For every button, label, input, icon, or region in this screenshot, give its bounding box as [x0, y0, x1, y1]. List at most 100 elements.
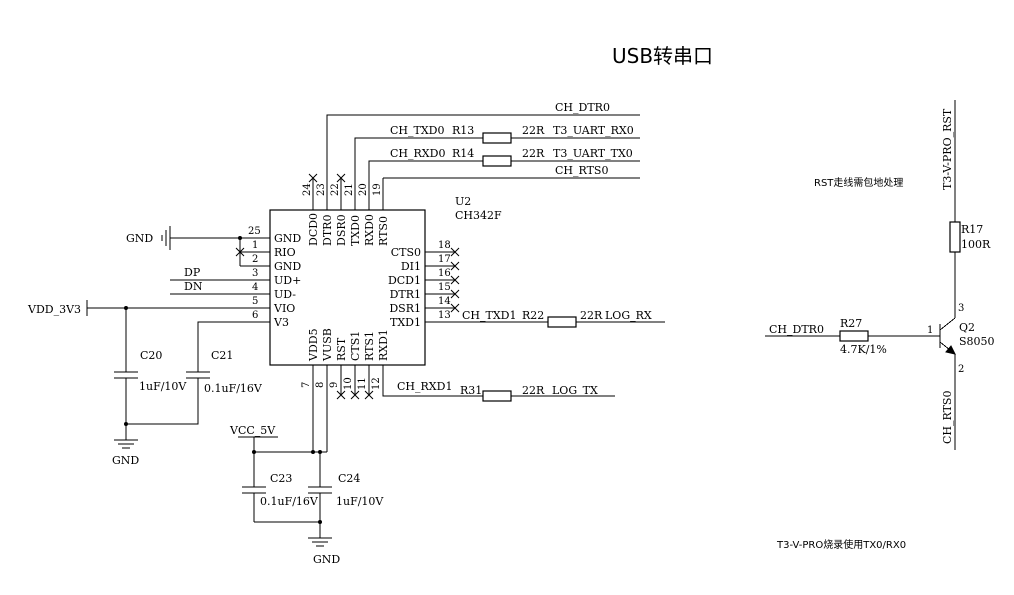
schematic-title: USB转串口	[612, 44, 713, 68]
pin-num: 15	[438, 282, 451, 293]
tx-note: T3-V-PRO烧录使用TX0/RX0	[776, 538, 906, 551]
pin-name: DTR1	[390, 288, 421, 301]
resistor-r13	[482, 132, 512, 144]
pin-name: DSR1	[389, 302, 421, 315]
r22-ref: R22	[522, 309, 544, 322]
pin-name: RTS1	[363, 331, 376, 361]
pin-name: GND	[274, 260, 301, 273]
c21-value: 0.1uF/16V	[204, 382, 263, 395]
pin-num: 2	[252, 254, 258, 265]
r31-value: 22R	[522, 384, 545, 397]
pin-name: GND	[274, 232, 301, 245]
log-nets: CH_TXD1 R22 22R LOG_RX CH_RXD1 R31 22R L…	[382, 309, 665, 402]
resistor-r14	[482, 155, 512, 167]
net-label-log-rx: LOG_RX	[605, 309, 652, 322]
no-connect-markers	[235, 173, 460, 400]
q2-pin-b: 1	[927, 325, 933, 336]
pin-name: UD+	[274, 274, 301, 287]
pin-num: 20	[358, 183, 369, 196]
net-label-ch-rts0: CH_RTS0	[555, 164, 608, 177]
r13-value: 22R	[522, 124, 545, 137]
r27-ref: R27	[840, 317, 862, 330]
gnd-label-left: GND	[126, 232, 153, 245]
net-label-t3-uart-tx0: T3_UART_TX0	[553, 147, 633, 160]
r13-ref: R13	[452, 124, 474, 137]
gnd-label-c23: GND	[313, 553, 340, 566]
c20-value: 1uF/10V	[139, 380, 187, 393]
pin-num: 24	[302, 183, 313, 196]
pin-num: 1	[252, 240, 258, 251]
net-label-t3-uart-rx0: T3_UART_RX0	[553, 124, 634, 137]
pin-name: V3	[273, 316, 289, 329]
net-label-ch-rts0-q: CH_RTS0	[941, 391, 954, 444]
pin-name: CTS1	[349, 331, 362, 361]
pin-name: VDD5	[307, 328, 320, 362]
pin-name: UD-	[274, 288, 296, 301]
net-label-ch-rxd0: CH_RXD0	[390, 147, 445, 160]
q2-pin-e: 2	[958, 364, 964, 375]
pin-num: 25	[248, 226, 261, 237]
pin-name: VUSB	[321, 328, 334, 362]
chip-ref: U2	[455, 195, 471, 208]
pin-num: 6	[252, 310, 258, 321]
pin-name: RXD0	[363, 214, 376, 246]
r31-ref: R31	[460, 384, 482, 397]
pin-num: 17	[438, 254, 451, 265]
pin-name: DI1	[401, 260, 421, 273]
net-label-vcc-5v: VCC_5V	[229, 424, 276, 437]
pin-num: 16	[438, 268, 451, 279]
pin-num: 11	[357, 377, 368, 390]
chip-part: CH342F	[455, 209, 502, 222]
c20-ref: C20	[140, 349, 162, 362]
pin-num: 5	[252, 296, 258, 307]
pin-name: TXD1	[390, 316, 421, 329]
r22-value: 22R	[580, 309, 603, 322]
chip-body	[269, 209, 426, 366]
r17-value: 100R	[961, 238, 991, 251]
pin-num: 23	[316, 183, 327, 196]
q2-ref: Q2	[959, 321, 975, 334]
pin-name: DTR0	[321, 215, 334, 246]
resistor-r27	[839, 330, 869, 342]
pin-name: DSR0	[335, 214, 348, 246]
pin-num: 4	[252, 282, 258, 293]
pin-num: 7	[301, 382, 312, 388]
pin-num: 9	[329, 382, 340, 388]
gnd-label-c20: GND	[112, 454, 139, 467]
pin-name: RXD1	[377, 329, 390, 361]
pin-num: 12	[371, 377, 382, 390]
pin-num: 3	[252, 268, 258, 279]
rst-note: RST走线需包地处理	[814, 176, 903, 189]
resistor-r17	[949, 221, 961, 253]
pin-name: TXD0	[349, 215, 362, 246]
c23-value: 0.1uF/16V	[260, 495, 319, 508]
c23-ref: C23	[270, 472, 292, 485]
net-label-log-tx: LOG_TX	[552, 384, 598, 397]
left-nets: GND DP DN VDD_3V3 C20 1uF/10V C21 0.1uF/…	[27, 226, 263, 467]
power-nets: VCC_5V C23 0.1uF/16V C24 1uF/10V GND	[229, 395, 384, 566]
reset-circuit: T3-V-PRO_RST R17 100R RST走线需包地处理 CH_DTR0…	[765, 100, 995, 551]
r14-value: 22R	[522, 147, 545, 160]
net-label-dp: DP	[184, 266, 201, 279]
r27-value: 4.7K/1%	[840, 343, 887, 356]
resistor-r22	[547, 316, 577, 328]
net-label-ch-txd1: CH_TXD1	[462, 309, 517, 322]
pin-num: 19	[372, 183, 383, 196]
c21-ref: C21	[211, 349, 233, 362]
pin-num: 13	[438, 310, 451, 321]
pin-name: DCD1	[388, 274, 421, 287]
pin-num: 8	[315, 382, 326, 388]
pin-num: 14	[438, 296, 451, 307]
transistor-q2: 1 3 2 Q2 S8050	[927, 303, 995, 375]
pin-name: RTS0	[377, 216, 390, 246]
pin-name: CTS0	[391, 246, 421, 259]
net-label-dn: DN	[184, 280, 203, 293]
net-label-ch-dtr0-q: CH_DTR0	[769, 323, 824, 336]
q2-pin-c: 3	[958, 303, 964, 314]
r17-ref: R17	[961, 223, 983, 236]
pin-name: RIO	[274, 246, 296, 259]
q2-part: S8050	[959, 335, 995, 348]
pin-num: 22	[330, 183, 341, 196]
net-label-t3-v-pro-rst: T3-V-PRO_RST	[941, 108, 954, 190]
